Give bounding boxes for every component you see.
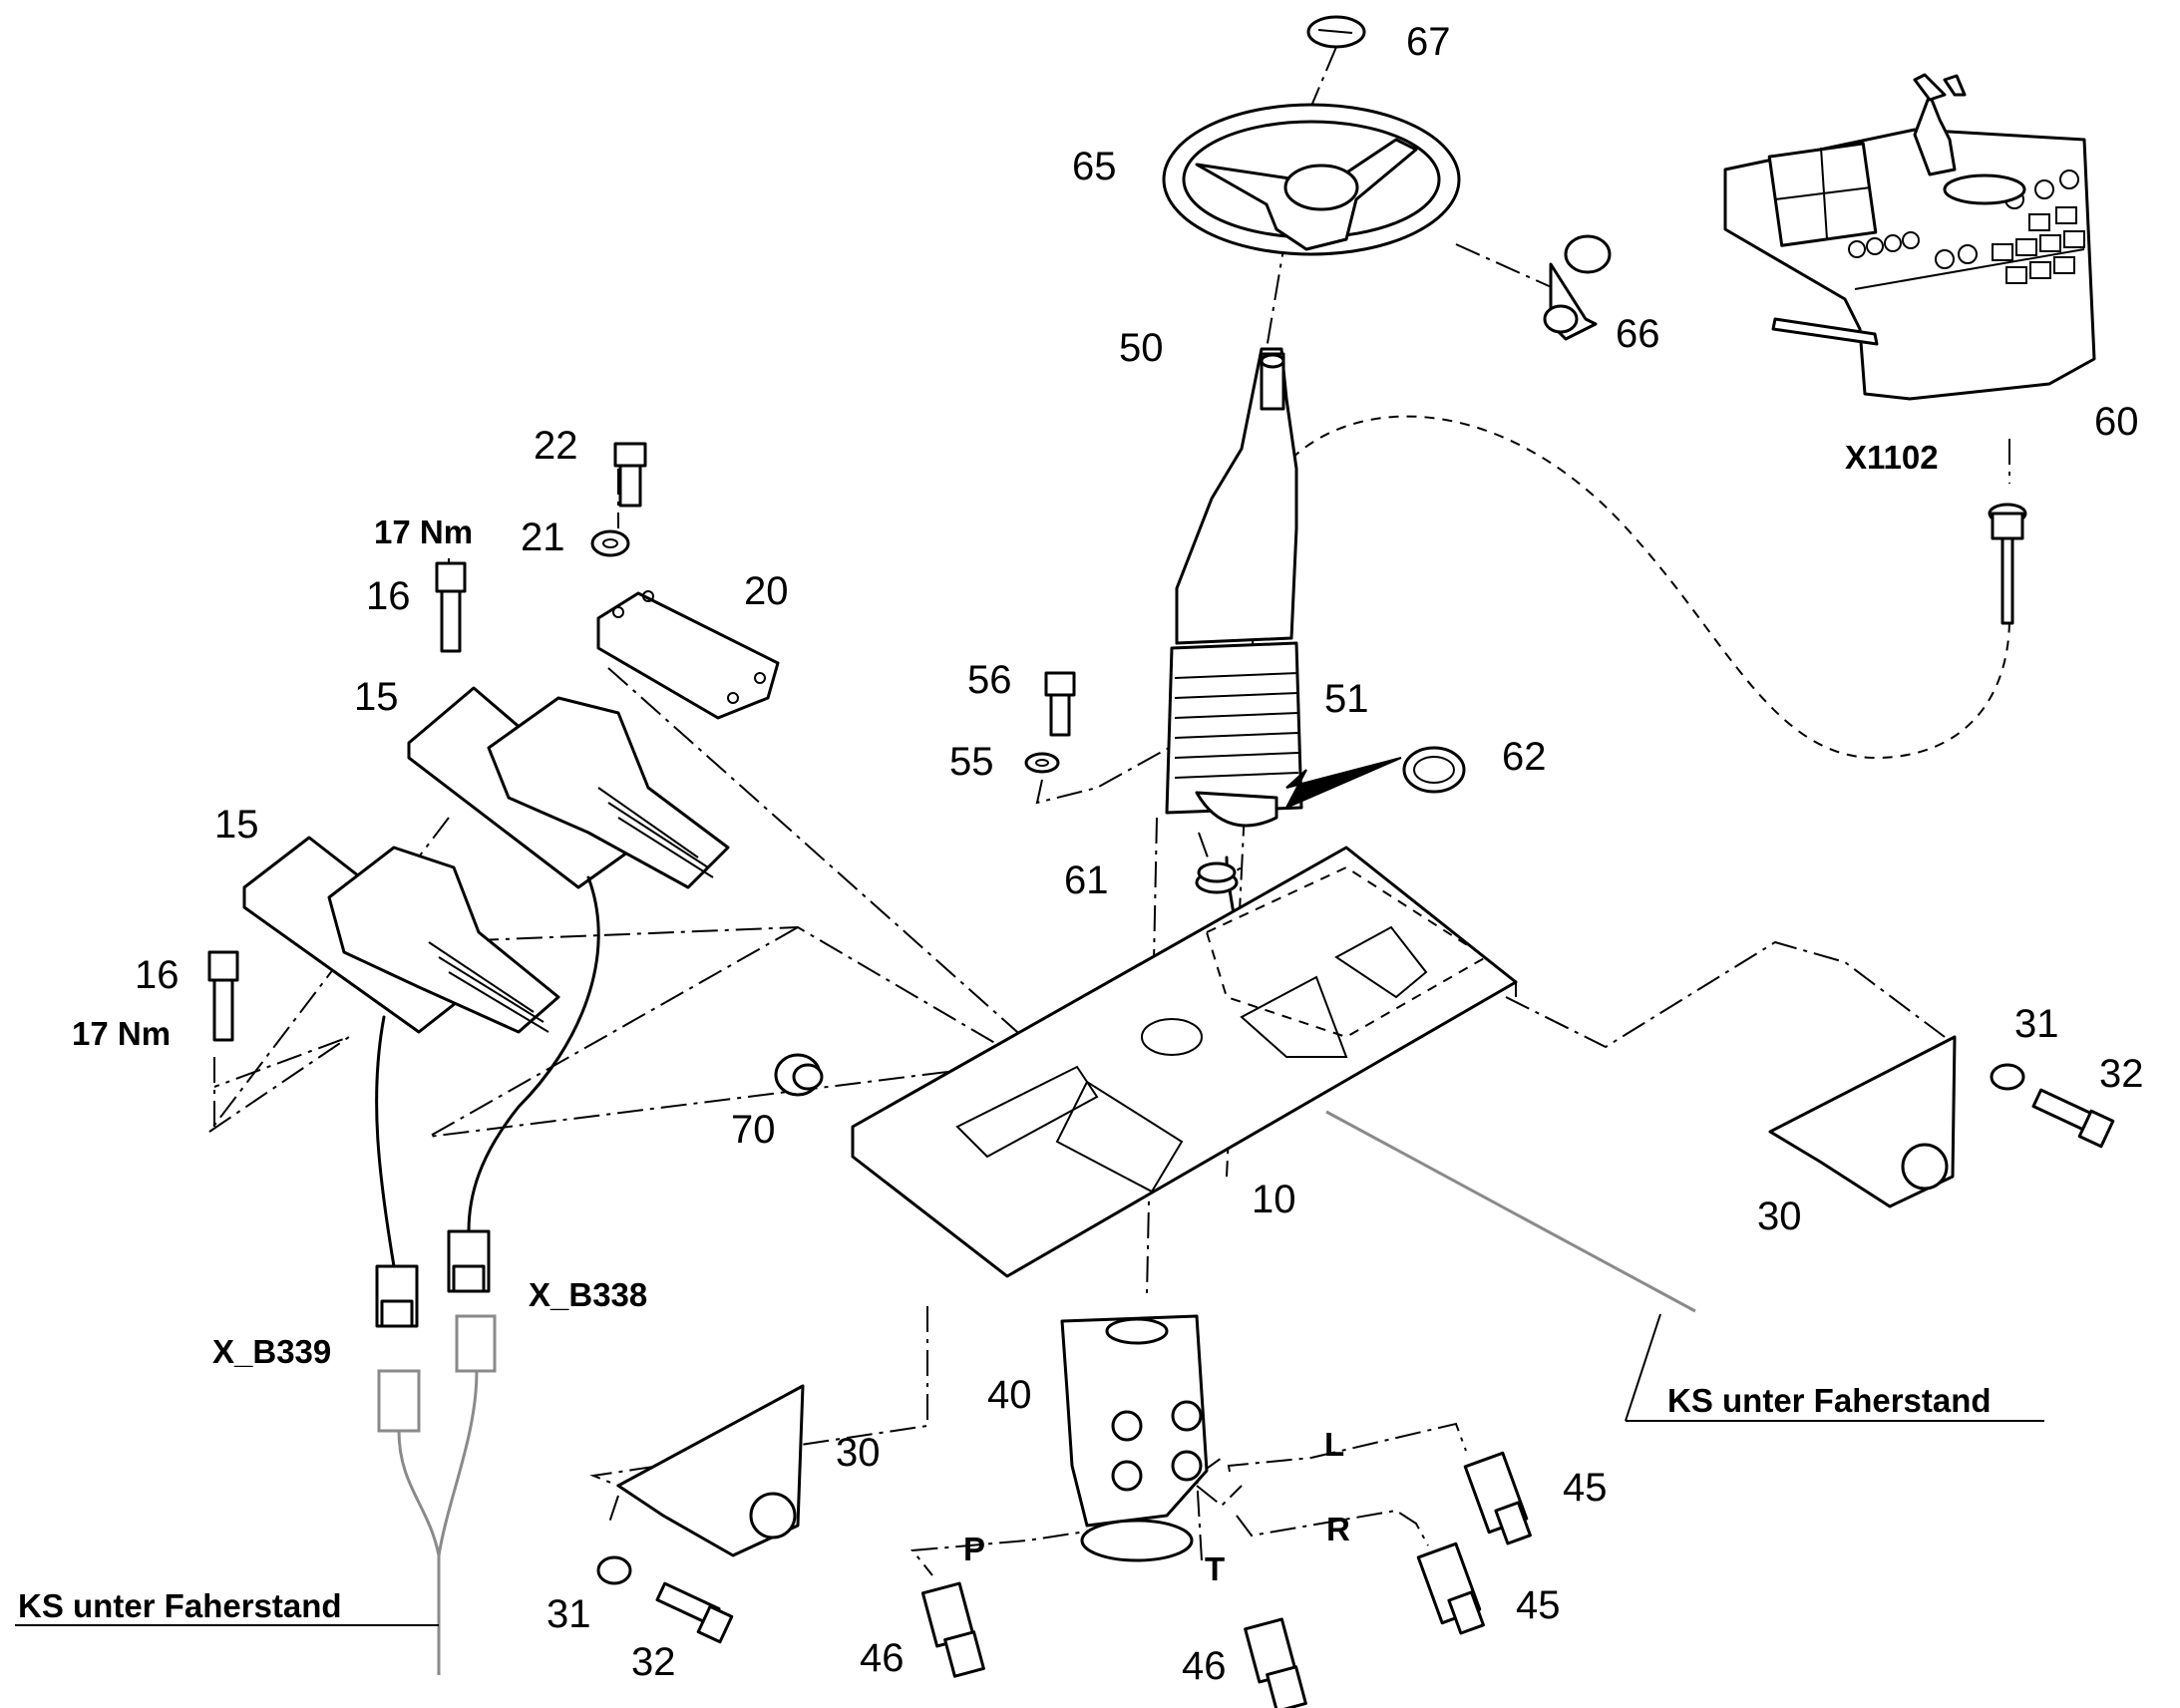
washer-55 [1024,752,1060,774]
harness-label-left: KS unter Faherstand [18,1587,342,1624]
washer-31-right [1990,1063,2025,1091]
connector-x-b338 [447,1229,497,1373]
bracket-30-right [1768,1035,1957,1208]
callout-10: 10 [1252,1178,1296,1221]
callout-66: 66 [1616,312,1660,356]
bolt-56 [1044,671,1076,737]
callout-50: 50 [1119,326,1164,370]
callout-31-right: 31 [2014,1002,2059,1046]
callout-31-left: 31 [546,1592,591,1636]
bolt-32-left [655,1581,734,1644]
steering-unit-40 [1060,1314,1209,1562]
callout-45-upper: 45 [1563,1466,1608,1510]
port-label-l: L [1324,1426,1344,1463]
callout-56: 56 [967,658,1012,702]
hose-clamp-62 [1402,746,1466,794]
harness-y-split [397,1370,479,1675]
sensor-plug-60 [1988,503,2027,625]
fitting-45-upper [1463,1451,1532,1545]
callout-21: 21 [521,515,565,559]
port-labels: L R P T [963,1426,1350,1587]
connector-label-x1102: X1102 [1845,439,1939,476]
callout-60: 60 [2094,400,2139,444]
callout-67: 67 [1406,20,1451,64]
torque-label-lower: 17 Nm [72,1015,171,1052]
callout-16-upper: 16 [366,574,411,618]
port-label-t: T [1205,1550,1225,1587]
bolt-22 [613,442,647,508]
grommet-61 [1195,861,1239,894]
arrow-62 [1283,757,1402,811]
callout-46-right: 46 [1182,1644,1227,1688]
callout-62: 62 [1502,735,1547,779]
callout-numbers: 67 65 66 50 60 22 21 20 16 15 15 16 56 5… [135,20,2144,1688]
port-label-p: P [963,1531,985,1567]
callout-51: 51 [1324,677,1369,721]
spinner-knob-66 [1543,234,1612,341]
harness-right-leader [1625,1313,1661,1422]
callout-55: 55 [949,740,994,784]
pedal-15-lower [242,836,560,1034]
washer-31-left [596,1555,632,1585]
bracket-30-left [616,1384,805,1557]
callout-70: 70 [731,1108,776,1152]
fitting-45-lower [1416,1541,1485,1635]
callout-30-left: 30 [836,1431,881,1475]
steering-column-50 [1165,347,1303,828]
bolt-32-right [2031,1088,2115,1149]
hub-cap-67 [1306,15,1366,49]
control-console-60 [1723,73,2096,401]
screw-16-lower [207,950,239,1042]
callout-16-lower: 16 [135,953,180,997]
callout-22: 22 [534,424,578,468]
torque-label-upper: 17 Nm [374,513,473,550]
bold-labels: 17 Nm 17 Nm X1102 X_B338 X_B339 KS unter… [18,439,1992,1624]
fitting-46-left [920,1581,985,1678]
callout-15-lower: 15 [214,803,259,847]
connector-label-x-b338: X_B338 [529,1276,647,1313]
cover-plate-20 [596,590,780,720]
callout-45-lower: 45 [1516,1583,1561,1627]
callout-20: 20 [744,569,789,613]
screw-16-upper [435,561,467,653]
pedal-15-upper [407,686,730,889]
washer-21 [590,529,630,557]
callout-15-upper: 15 [354,675,399,719]
callout-32-left: 32 [631,1640,676,1684]
port-label-r: R [1326,1511,1350,1547]
callout-30-right: 30 [1757,1195,1802,1238]
callout-32-right: 32 [2099,1052,2144,1096]
connector-label-x-b339: X_B339 [212,1333,331,1370]
callout-61: 61 [1064,858,1109,902]
harness-right-line [1325,1110,1696,1313]
connector-x-b339 [375,1264,421,1433]
callout-40: 40 [987,1373,1032,1417]
callout-65: 65 [1072,145,1117,188]
steering-wheel-65 [1162,103,1461,256]
base-plate-10 [851,846,1518,1278]
callout-46-left: 46 [860,1636,905,1680]
plug-70 [774,1053,824,1097]
harness-label-right: KS unter Faherstand [1667,1382,1992,1419]
fitting-46-right [1244,1617,1307,1708]
pedal-cables [375,875,600,1268]
